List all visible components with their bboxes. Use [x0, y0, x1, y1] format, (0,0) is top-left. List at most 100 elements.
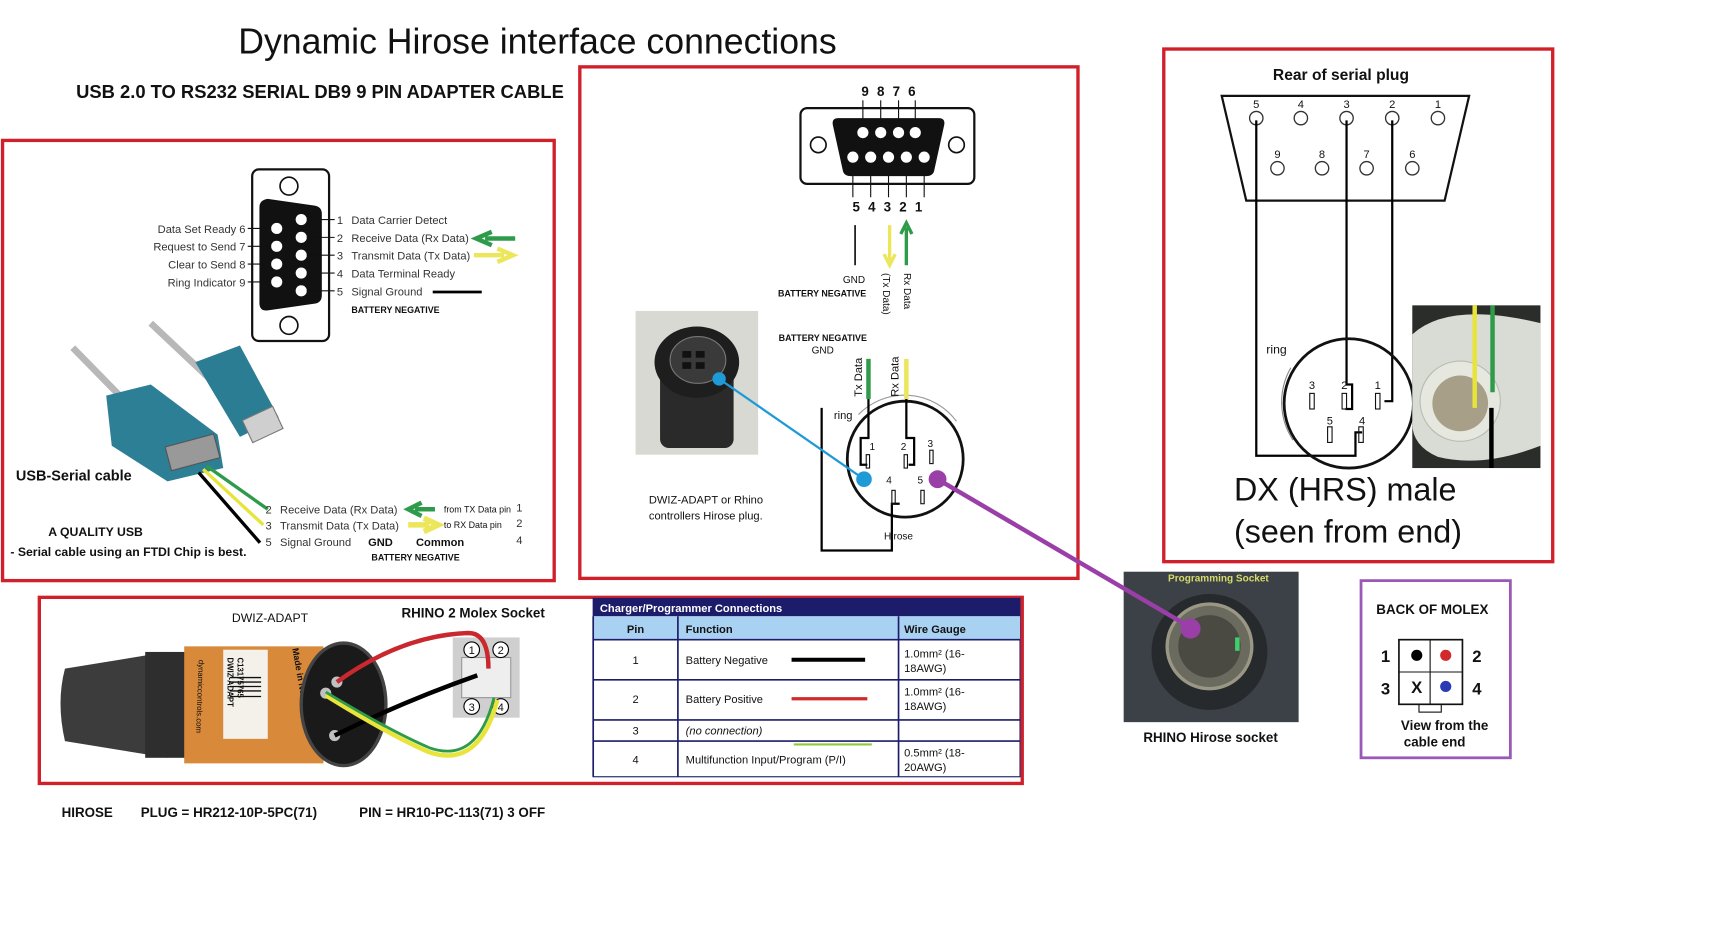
- link-blue: [712, 372, 872, 488]
- db9-top-pin-numbers: 9 8 7 6: [861, 84, 917, 99]
- adapter-website: dynamiccontrols.com: [194, 660, 206, 734]
- row-4-gauge-2: 20AWG): [904, 762, 947, 774]
- molex-caption-1: View from the: [1401, 718, 1488, 733]
- ring-label: ring: [1266, 342, 1287, 356]
- male-pin-1: 1: [1375, 380, 1381, 392]
- wire-3-num: 3: [266, 520, 272, 532]
- wire-3-pin: 2: [516, 518, 522, 530]
- hirose-pin-2: 2: [901, 442, 907, 453]
- wire-2-note: from TX Data pin: [444, 505, 511, 515]
- db9-pin-7-label: Request to Send 7: [153, 242, 245, 254]
- gnd-label: GND: [368, 537, 393, 549]
- hirose-pin-1: 1: [870, 442, 876, 453]
- ring-label: ring: [834, 410, 853, 422]
- male-plug-photo: [1412, 305, 1541, 469]
- wire-5-num: 5: [266, 537, 272, 549]
- rear-pin-8: 8: [1319, 149, 1325, 161]
- db9-bottom-pin-numbers: 5 4 3 2 1: [852, 200, 924, 215]
- row-1-function: Battery Negative: [686, 655, 768, 667]
- hirose-pin-3: 3: [928, 439, 934, 450]
- molex-pin-3: 3: [469, 702, 475, 714]
- adapter-wires: [324, 630, 500, 758]
- rear-pin-2: 2: [1389, 99, 1395, 111]
- table-row: 3 (no connection): [632, 725, 762, 737]
- wire-3-label: Transmit Data (Tx Data): [280, 520, 399, 532]
- gnd-label-2: GND: [812, 345, 834, 356]
- male-pin-5: 5: [1327, 416, 1333, 428]
- usb-serial-panel: 1 Data Carrier Detect 2 Receive Data (Rx…: [0, 138, 556, 583]
- pin-3-no-connection: X: [1411, 678, 1422, 697]
- row-2-gauge-1: 1.0mm² (16-: [904, 686, 965, 698]
- panel-frame: [578, 65, 1080, 581]
- row-2-function: Battery Positive: [686, 694, 763, 706]
- db9-connector-vertical: [247, 168, 335, 343]
- row-3-function: (no connection): [686, 725, 763, 737]
- hirose-pin-4: 4: [886, 476, 892, 487]
- row-1-gauge-2: 18AWG): [904, 663, 947, 675]
- db9-pin-1-label: Data Carrier Detect: [351, 215, 448, 227]
- row-4-gauge-1: 0.5mm² (18-: [904, 748, 965, 760]
- quality-note-2: - Serial cable using an FTDI Chip is bes…: [10, 545, 246, 559]
- hirose-wiring-panel: 9 8 7 6 5 4 3 2 1 GND BATTERY NEGATIVE (…: [578, 65, 1080, 581]
- battery-negative-label: BATTERY NEGATIVE: [778, 288, 866, 298]
- hirose-pin-5: 5: [917, 476, 923, 487]
- plug-caption-2: controllers Hirose plug.: [649, 510, 763, 522]
- molex-pin-4: 4: [498, 702, 504, 714]
- gnd-label: GND: [843, 275, 865, 286]
- male-pin-3: 3: [1309, 380, 1315, 392]
- molex-pin-1: 1: [469, 645, 475, 657]
- footer-plug: PLUG = HR212-10P-5PC(71): [141, 805, 317, 820]
- footer-hirose: HIROSE: [62, 805, 113, 820]
- adapter-label: DWIZ-ADAPT: [232, 611, 309, 625]
- col-header-pin: Pin: [627, 624, 645, 636]
- db9-pin-2-label: Receive Data (Rx Data): [351, 233, 469, 245]
- db9-pin-5-num: 5: [337, 286, 343, 298]
- pin-4-dot: [1440, 680, 1452, 693]
- molex-back-pin-3: 3: [1381, 679, 1390, 698]
- rhino-socket-caption: RHINO Hirose socket: [1143, 730, 1278, 745]
- hirose-label: Hirose: [884, 531, 913, 542]
- row-4-function: Multifunction Input/Program (P/I): [686, 754, 846, 766]
- db9-pin-6-label: Data Set Ready 6: [158, 224, 246, 236]
- molex-pin-2: 2: [498, 645, 504, 657]
- rear-pin-7: 7: [1364, 149, 1370, 161]
- tx-arrow-icon: [473, 246, 519, 264]
- battery-negative-label: BATTERY NEGATIVE: [351, 305, 439, 315]
- rear-pin-6: 6: [1409, 149, 1415, 161]
- rear-plug-title: Rear of serial plug: [1273, 67, 1409, 84]
- wire-2-label: Receive Data (Rx Data): [280, 505, 398, 517]
- db9-pin-3-num: 3: [337, 251, 343, 263]
- wire-5-note: Common: [416, 537, 464, 549]
- db9-pin-8-label: Clear to Send 8: [168, 260, 245, 272]
- hirose-plug-photo: [635, 310, 759, 455]
- rx-data-label: Rx Data: [890, 356, 902, 397]
- wire-5-pin: 4: [516, 535, 522, 547]
- wire-battery-negative: BATTERY NEGATIVE: [371, 553, 459, 563]
- panel-frame: [37, 595, 1024, 786]
- usb-serial-cable-label: USB-Serial cable: [16, 468, 132, 484]
- row-1-pin: 1: [632, 655, 638, 667]
- col-header-function: Function: [686, 624, 733, 636]
- molex-back-title: BACK OF MOLEX: [1376, 602, 1488, 617]
- table-title: Charger/Programmer Connections: [600, 603, 782, 615]
- panel-frame: [1359, 579, 1512, 760]
- row-4-pin: 4: [632, 754, 638, 766]
- row-2-pin: 2: [632, 694, 638, 706]
- battery-negative-label-2: BATTERY NEGATIVE: [779, 333, 867, 343]
- row-3-pin: 3: [632, 725, 638, 737]
- rx-data-vertical-label: Rx Data: [901, 273, 912, 310]
- rear-pin-5: 5: [1253, 99, 1259, 111]
- charger-connections-table: Charger/Programmer Connections Pin Funct…: [592, 597, 1021, 778]
- db9-connector-horizontal: [799, 100, 976, 198]
- db9-pin-9-label: Ring Indicator 9: [168, 277, 246, 289]
- adapter-sticker-serial: C13175765: [236, 658, 245, 699]
- molex-back-pin-2: 2: [1472, 647, 1481, 666]
- wire-2-pin: 1: [516, 503, 522, 515]
- rx-arrow-icon: [403, 500, 435, 518]
- male-caption-1: DX (HRS) male: [1234, 471, 1457, 507]
- molex-caption-2: cable end: [1404, 735, 1466, 750]
- page-title: Dynamic Hirose interface connections: [238, 21, 837, 61]
- tx-data-label: Tx Data: [853, 357, 865, 397]
- wire-2-num: 2: [266, 505, 272, 517]
- footer-pin: PIN = HR10-PC-113(71) 3 OFF: [359, 805, 545, 820]
